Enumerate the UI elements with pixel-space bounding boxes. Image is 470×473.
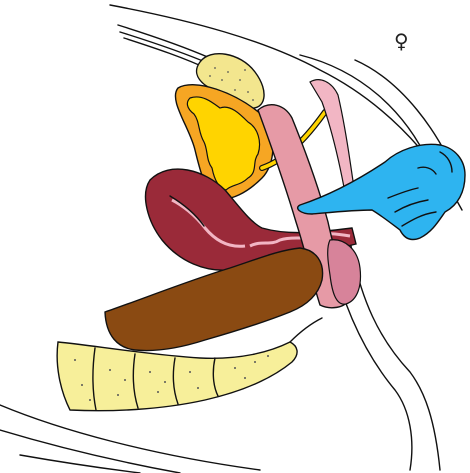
female-symbol-icon: ♀ (394, 29, 409, 53)
catheter-tube (118, 25, 210, 70)
sacrum (57, 342, 297, 411)
coccyx-line (290, 318, 322, 342)
